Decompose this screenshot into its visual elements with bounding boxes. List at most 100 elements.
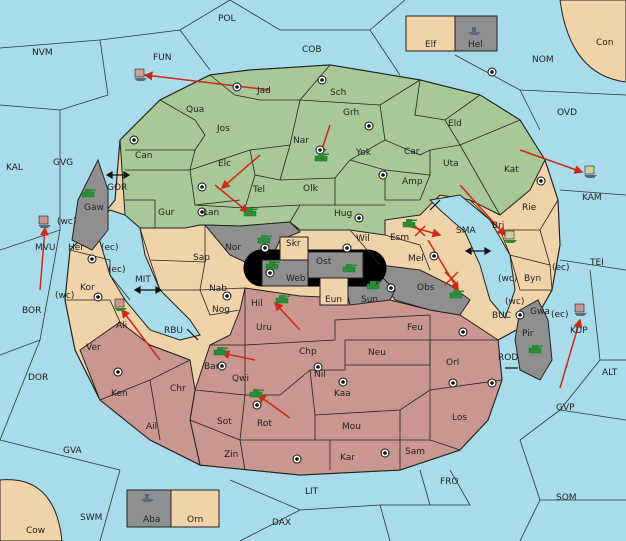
- label-sot: Sot: [217, 417, 232, 427]
- supply-center: [317, 75, 327, 85]
- label-wc2: (wc): [498, 274, 517, 284]
- territory-elf[interactable]: [405, 15, 456, 52]
- label-sma: SMA: [456, 226, 476, 236]
- label-grh: Grh: [343, 108, 359, 118]
- label-alt: ALT: [602, 368, 618, 378]
- label-gor: GOR: [107, 183, 127, 193]
- label-bor: BOR: [22, 306, 41, 316]
- label-nil: Nil: [314, 370, 326, 380]
- label-orl: Orl: [446, 358, 459, 368]
- fleet-unit-ali: [114, 298, 127, 311]
- supply-center: [197, 207, 207, 217]
- fleet-unit-hel: [468, 27, 481, 35]
- label-bar: Bar: [204, 362, 220, 372]
- supply-center: [222, 291, 232, 301]
- label-dor: DOR: [28, 373, 48, 383]
- label-eld: Eld: [448, 119, 462, 129]
- territory-orn[interactable]: [170, 489, 220, 528]
- fleet-units[interactable]: [38, 27, 597, 502]
- label-eun: Eun: [325, 295, 342, 305]
- supply-center: [260, 243, 270, 253]
- label-lan: Lan: [203, 208, 219, 218]
- supply-center: [364, 121, 374, 131]
- label-obs: Obs: [417, 283, 435, 293]
- label-wc1: (wc): [57, 217, 76, 227]
- label-ec4: (ec): [551, 310, 569, 320]
- label-con: Con: [596, 38, 614, 48]
- army-units[interactable]: [81, 153, 543, 398]
- label-elc: Elc: [218, 159, 231, 169]
- label-her: Her: [68, 243, 84, 253]
- label-bri: Bri: [492, 221, 504, 231]
- label-ec2: (ec): [552, 263, 570, 273]
- territory-pir[interactable]: [514, 299, 553, 381]
- label-wil: Wil: [356, 234, 370, 244]
- supply-center: [380, 448, 390, 458]
- supply-center: [87, 254, 97, 264]
- army-unit-web: [265, 261, 280, 270]
- supply-center: [313, 362, 323, 372]
- army-unit-pir: [528, 345, 543, 354]
- label-pol: POL: [218, 14, 236, 24]
- label-chp: Chp: [299, 347, 317, 357]
- supply-center: [93, 292, 103, 302]
- label-car: Car: [404, 147, 420, 157]
- supply-center: [338, 377, 348, 387]
- label-jad: Jad: [256, 86, 271, 96]
- supply-center: [113, 367, 123, 377]
- label-gvg: GVG: [53, 158, 73, 168]
- label-skr: Skr: [286, 239, 301, 249]
- label-can: Can: [135, 151, 153, 161]
- label-mou: Mou: [342, 422, 361, 432]
- army-unit-ost: [342, 264, 357, 273]
- label-uta: Uta: [443, 159, 459, 169]
- label-swm: SWM: [80, 513, 102, 523]
- supply-center: [315, 145, 325, 155]
- army-unit-qwi: [249, 389, 264, 398]
- label-hug: Hug: [334, 209, 352, 219]
- label-jos: Jos: [216, 124, 230, 134]
- label-tei: TEI: [589, 258, 604, 268]
- label-sap: Sap: [193, 253, 210, 263]
- army-unit-bar: [213, 347, 228, 356]
- label-wc3: (wc): [55, 291, 74, 301]
- label-gva: GVA: [63, 446, 83, 456]
- fleet-unit-kup: [574, 303, 587, 316]
- label-nor: Nor: [225, 243, 241, 253]
- cancelled-order-marks: [414, 225, 459, 286]
- label-ail: Ail: [146, 422, 157, 432]
- label-chr: Chr: [170, 384, 186, 394]
- map-labels: POL NVM FUN COB NOM Con Elf Hel OVD KAL …: [6, 14, 618, 536]
- label-esm: Esm: [390, 233, 409, 243]
- label-som: SOM: [556, 493, 577, 503]
- label-kar: Kar: [340, 453, 355, 463]
- army-unit-esm: [402, 219, 417, 228]
- label-mvu: MVU: [35, 243, 56, 253]
- label-hil: Hil: [251, 299, 263, 309]
- label-cow: Cow: [26, 526, 45, 536]
- territory-eun[interactable]: [319, 277, 349, 306]
- label-fun: FUN: [153, 53, 172, 63]
- label-ver: Ver: [86, 343, 101, 353]
- army-unit-gaw: [81, 189, 96, 198]
- supply-center: [386, 283, 396, 293]
- label-orn: Orn: [187, 515, 203, 525]
- label-ken: Ken: [111, 389, 128, 399]
- label-feu: Feu: [407, 323, 423, 333]
- supply-center: [429, 251, 439, 261]
- order-arrows: [39, 71, 584, 419]
- supply-center: [458, 327, 468, 337]
- army-unit-lan: [243, 208, 258, 217]
- label-lit: LIT: [305, 487, 319, 497]
- label-nab: Nab: [209, 284, 227, 294]
- territory-gaw[interactable]: [71, 158, 109, 251]
- label-dax: DAX: [272, 518, 291, 528]
- label-nvm: NVM: [32, 48, 53, 58]
- label-gaw: Gaw: [84, 203, 104, 213]
- label-ec3: (ec): [108, 265, 126, 275]
- label-buc: BUC: [492, 311, 511, 321]
- label-kor: Kor: [80, 283, 95, 293]
- label-nom: NOM: [532, 55, 554, 65]
- fleet-unit-kam: [584, 165, 597, 178]
